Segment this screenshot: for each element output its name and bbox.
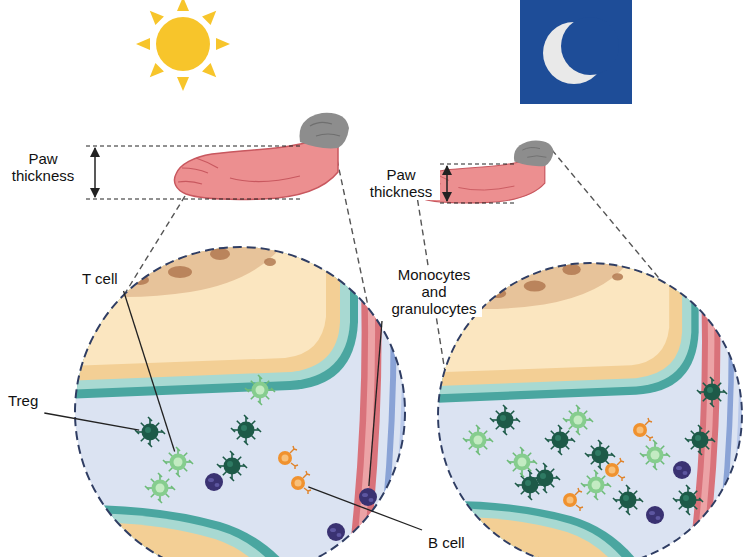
cell-label: T cell (80, 270, 120, 287)
sun-icon (136, 0, 230, 91)
sun-icon (146, 63, 164, 81)
sun-icon (146, 7, 164, 25)
immune-cell (217, 451, 247, 481)
immune-cell (673, 461, 691, 479)
sun-icon (177, 0, 189, 11)
leader-line (44, 413, 139, 430)
immune-cell (545, 425, 575, 455)
sun-icon (156, 17, 210, 71)
dimension-line (86, 146, 515, 203)
immune-cell (231, 415, 261, 445)
joint-detail (40, 212, 440, 557)
joint-detail (40, 212, 440, 557)
immune-cell (490, 405, 520, 435)
immune-cell (163, 447, 193, 477)
paw (310, 122, 340, 136)
moon-icon (520, 0, 632, 104)
paw (178, 158, 300, 184)
paw (174, 113, 349, 200)
immune-cell (563, 488, 583, 511)
sun-icon (216, 38, 230, 50)
immune-cell (613, 485, 643, 515)
joint-detail (40, 212, 440, 557)
immune-cell (581, 470, 611, 500)
immune-cell (327, 523, 345, 541)
sun-icon (136, 0, 230, 91)
paw (299, 113, 349, 149)
immune-cell (697, 377, 727, 407)
moon-icon (520, 0, 632, 104)
paw (174, 113, 553, 203)
dimension-line (86, 146, 300, 147)
immune-cell (291, 471, 311, 494)
immune-cell (463, 425, 493, 455)
sun-icon (177, 77, 189, 91)
immune-cell (640, 440, 670, 470)
immune-cell (145, 473, 175, 503)
immune-cell (646, 506, 664, 524)
immune-cell (135, 375, 727, 541)
leader-line (124, 291, 175, 452)
immune-cell (507, 447, 537, 477)
joint-detail (40, 212, 749, 557)
dimension-line (440, 203, 515, 204)
immune-cell (278, 446, 298, 469)
leader-line (369, 321, 382, 486)
immune-cell (633, 418, 653, 441)
immune-cell (563, 405, 593, 435)
joint-detail (438, 263, 742, 557)
immune-cell (135, 417, 165, 447)
immune-cell (685, 425, 715, 455)
joint-detail (75, 247, 405, 557)
cell-label: Treg (6, 392, 40, 409)
immune-cell (515, 470, 545, 500)
immune-cell (245, 375, 275, 405)
immune-cell (205, 473, 223, 491)
dimension-line (446, 166, 448, 201)
dimension-label: Paw thickness (4, 150, 82, 184)
leader-line (308, 487, 422, 530)
sun-icon (202, 7, 220, 25)
moon-icon (561, 17, 619, 75)
dimension-line (86, 199, 300, 200)
sun-icon (136, 38, 150, 50)
dimension-label: Paw thickness (362, 166, 440, 200)
sun-icon (202, 63, 220, 81)
cell-label: B cell (426, 534, 467, 551)
dimension-line (94, 148, 96, 197)
immune-cell (605, 458, 625, 481)
immune-cell (359, 488, 377, 506)
cell-label: Monocytes and granulocytes (386, 266, 482, 317)
dimension-line (440, 164, 515, 165)
immune-cell (673, 485, 703, 515)
